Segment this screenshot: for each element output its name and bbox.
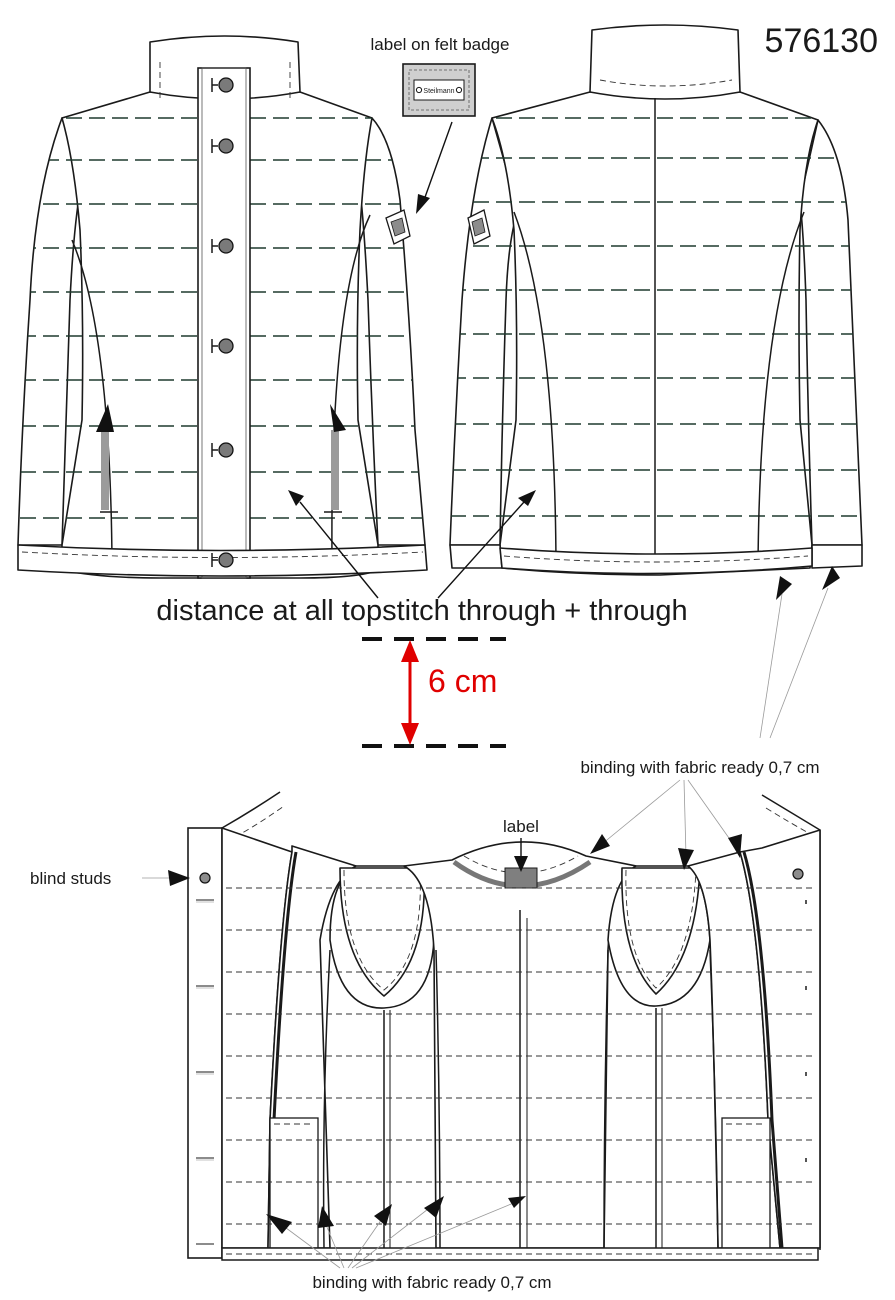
binding-label-bottom: binding with fabric ready 0,7 cm	[312, 1273, 551, 1292]
snap-button-icon	[211, 138, 234, 154]
label-callout: label	[503, 817, 539, 836]
felt-badge-detail: Steilmann	[402, 63, 476, 117]
badge-text: Steilmann	[423, 88, 454, 95]
snap-button-icon	[211, 442, 234, 458]
felt-badge-label: label on felt badge	[371, 35, 510, 54]
blind-studs-label: blind studs	[30, 869, 111, 888]
measurement-value: 6 cm	[428, 663, 497, 699]
measurement-6cm: 6 cm	[362, 637, 506, 748]
snap-button-icon	[211, 552, 234, 568]
topstitch-distance-label: distance at all topstitch through + thro…	[156, 595, 687, 627]
style-number: 576130	[765, 22, 878, 60]
felt-badge-icon	[385, 209, 411, 245]
snap-button-icon	[211, 338, 234, 354]
back-right-sleeve	[799, 119, 863, 546]
back-view	[449, 24, 863, 576]
felt-badge-icon	[467, 209, 491, 245]
blind-stud-icon	[792, 868, 804, 880]
lining-view	[187, 791, 821, 1261]
snap-button-icon	[211, 77, 234, 93]
front-view	[17, 35, 428, 579]
lining-quilting	[226, 887, 816, 1225]
snap-button-icon	[211, 238, 234, 254]
blind-stud-icon	[199, 872, 211, 884]
binding-label-right: binding with fabric ready 0,7 cm	[580, 758, 819, 777]
back-collar	[589, 24, 741, 100]
back-quilting	[450, 117, 862, 517]
